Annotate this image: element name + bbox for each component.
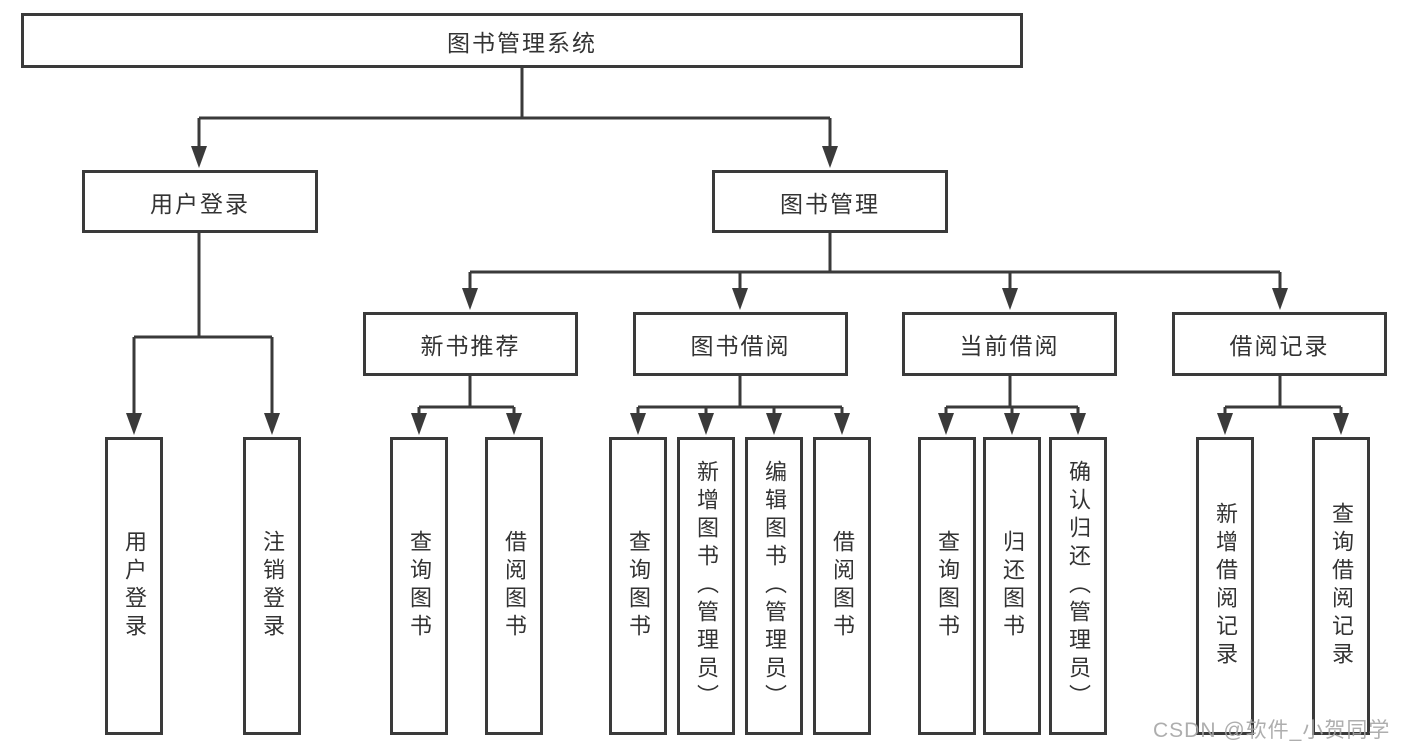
leaf-return-books: 归还图书 — [983, 437, 1041, 735]
leaf-user-login: 用户登录 — [105, 437, 163, 735]
leaf-label: 借阅图书 — [830, 530, 855, 642]
leaf-label: 查询图书 — [935, 530, 960, 642]
node-library-management-system: 图书管理系统 — [21, 13, 1023, 68]
leaf-label: 归还图书 — [1000, 530, 1025, 642]
leaf-query-books-current: 查询图书 — [918, 437, 976, 735]
node-user-login: 用户登录 — [82, 170, 318, 233]
leaf-add-book-admin: 新增图书（管理员） — [677, 437, 735, 735]
leaf-add-borrow-record: 新增借阅记录 — [1196, 437, 1254, 735]
leaf-query-books-recommend: 查询图书 — [390, 437, 448, 735]
leaf-label: 确认归还（管理员） — [1066, 460, 1091, 712]
leaf-edit-book-admin: 编辑图书（管理员） — [745, 437, 803, 735]
leaf-query-books-borrow: 查询图书 — [609, 437, 667, 735]
leaf-borrow-books: 借阅图书 — [813, 437, 871, 735]
leaf-label: 借阅图书 — [502, 530, 527, 642]
node-current-borrow: 当前借阅 — [902, 312, 1117, 376]
leaf-label: 查询借阅记录 — [1329, 502, 1354, 670]
arrowheads — [126, 146, 1349, 435]
leaf-confirm-return-admin: 确认归还（管理员） — [1049, 437, 1107, 735]
node-book-management: 图书管理 — [712, 170, 948, 233]
leaf-label: 新增图书（管理员） — [694, 460, 719, 712]
leaf-label: 查询图书 — [626, 530, 651, 642]
leaf-label: 编辑图书（管理员） — [762, 460, 787, 712]
node-borrow-records: 借阅记录 — [1172, 312, 1387, 376]
leaf-label: 查询图书 — [407, 530, 432, 642]
leaf-label: 新增借阅记录 — [1213, 502, 1238, 670]
leaf-logout: 注销登录 — [243, 437, 301, 735]
leaf-label: 用户登录 — [122, 530, 147, 642]
leaf-borrow-books-recommend: 借阅图书 — [485, 437, 543, 735]
csdn-watermark: CSDN @软件_小贺同学 — [1153, 719, 1391, 742]
leaf-label: 注销登录 — [260, 530, 285, 642]
node-book-borrow: 图书借阅 — [633, 312, 848, 376]
leaf-query-borrow-record: 查询借阅记录 — [1312, 437, 1370, 735]
node-new-book-recommend: 新书推荐 — [363, 312, 578, 376]
